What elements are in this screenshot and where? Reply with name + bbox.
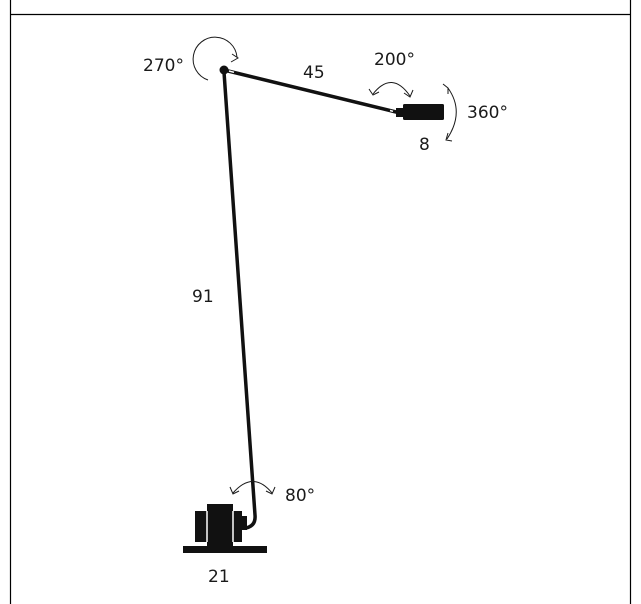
lamp-base: [183, 504, 267, 553]
shoulder-rotation-label: 270°: [143, 56, 184, 76]
head-swivel-rotation-arrow: [442, 83, 457, 142]
lower-arm: [222, 70, 257, 530]
head-size-label: 8: [419, 135, 430, 155]
base-plate: [183, 546, 267, 553]
lamp-head-neck: [396, 108, 404, 117]
shoulder-gap: [228, 70, 235, 74]
upper-arm-length-label: 45: [303, 63, 325, 83]
base-size-label: 21: [208, 567, 230, 587]
head-tilt-rotation-arrow: [368, 82, 414, 98]
lower-arm-length-label: 91: [192, 287, 214, 307]
shoulder-rotation-arrow: [192, 36, 239, 81]
base-clamp-right: [233, 511, 242, 542]
base-clamp-core: [207, 504, 233, 546]
upper-arm: [222, 68, 398, 114]
head-gap: [389, 109, 394, 113]
lamp-head: [396, 104, 444, 120]
lamp-head-body: [403, 104, 444, 120]
head-tilt-label: 200°: [374, 50, 415, 70]
shoulder-joint: [219, 65, 229, 75]
base-pivot-rotation-arrow: [229, 481, 276, 495]
base-pivot-label: 80°: [285, 486, 315, 506]
base-clamp-left: [195, 511, 207, 542]
base-knob: [242, 516, 247, 530]
head-swivel-label: 360°: [467, 103, 508, 123]
